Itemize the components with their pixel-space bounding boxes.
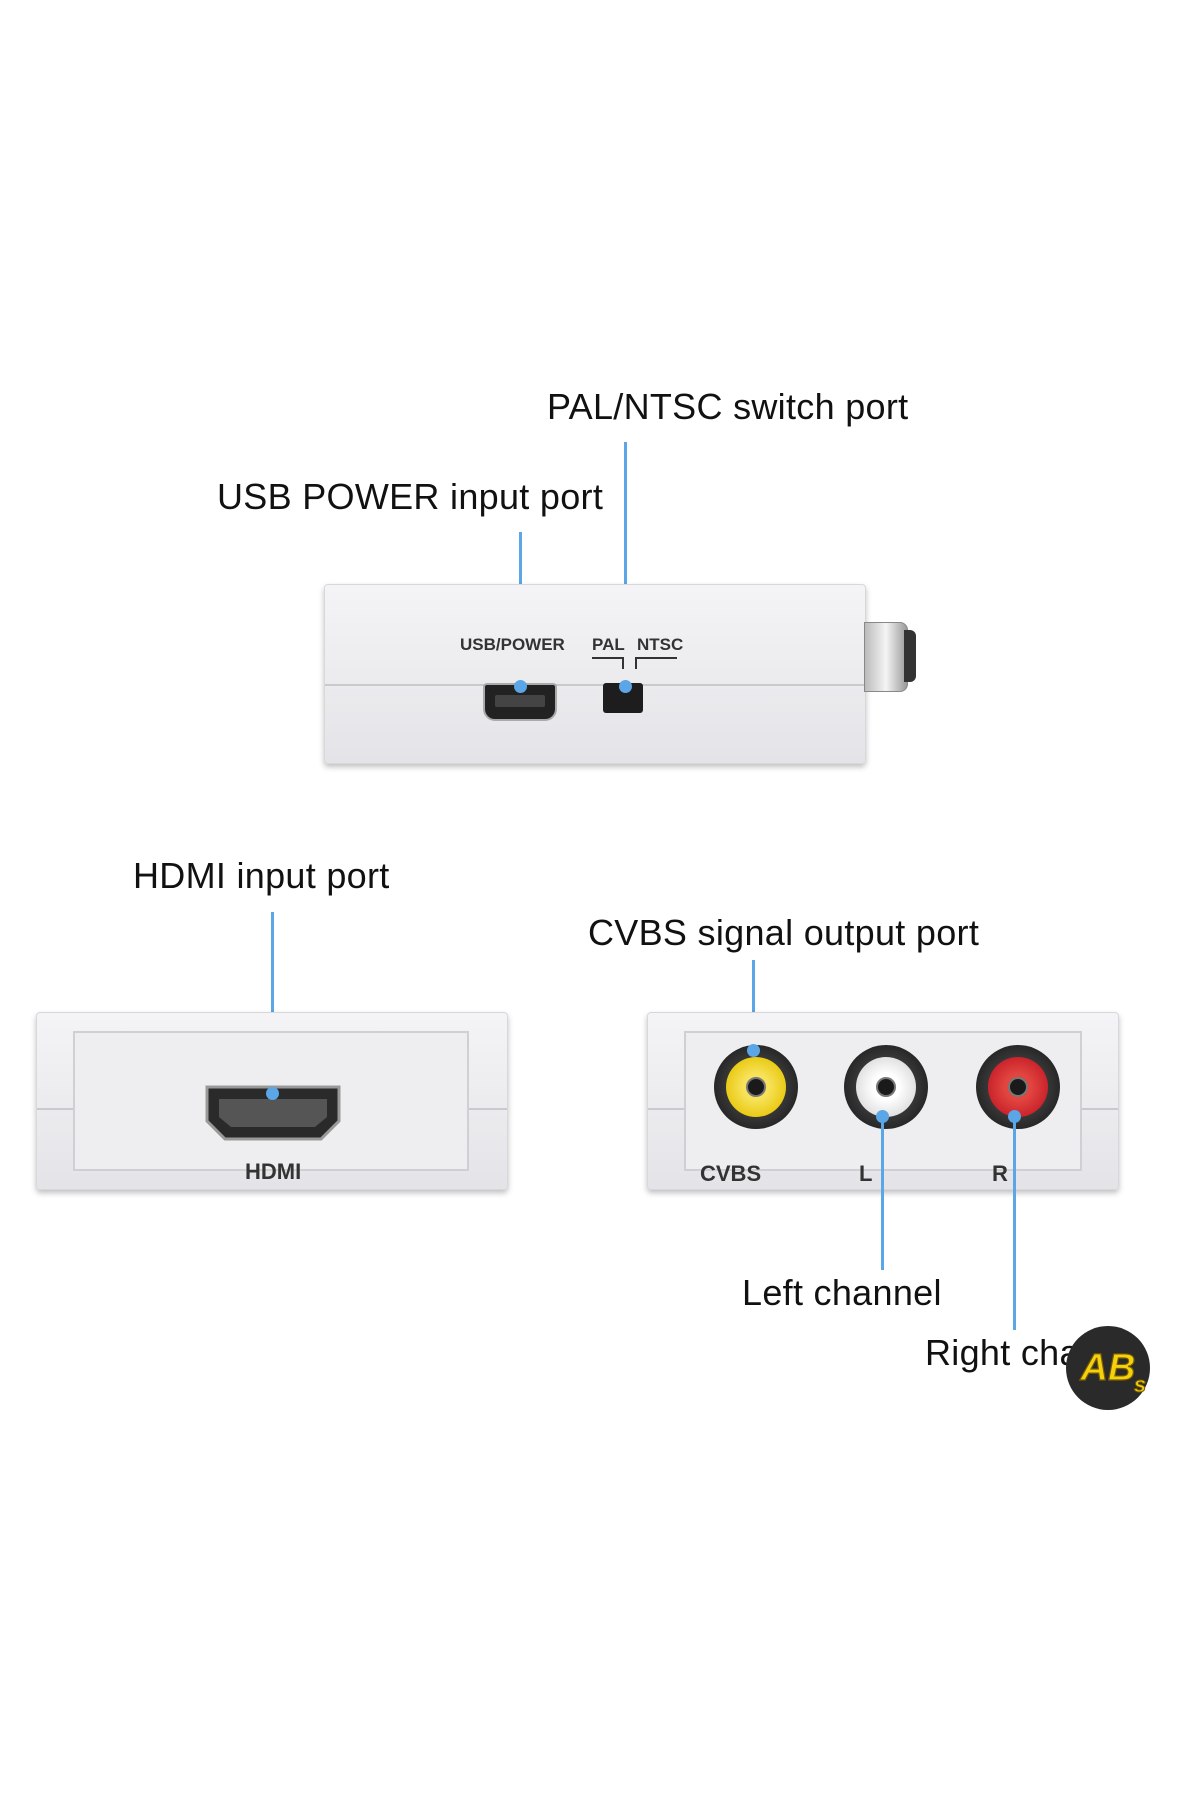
usb-power-port-label: USB/POWER (460, 635, 565, 654)
housing-seam (325, 684, 865, 686)
svg-text:AB: AB (1080, 1347, 1136, 1389)
left-channel-callout: Left channel (742, 1272, 942, 1313)
hdmi-leader-line (271, 912, 274, 1097)
pal-ntsc-leader-dot (619, 680, 632, 693)
pal-ntsc-bracket-right (635, 657, 677, 669)
pal-ntsc-switch-callout: PAL/NTSC switch port (547, 386, 909, 427)
usb-power-leader-dot (514, 680, 527, 693)
right-port-label: R (992, 1161, 1008, 1186)
cvbs-jack (714, 1045, 798, 1129)
cvbs-output-callout: CVBS signal output port (588, 912, 980, 953)
left-channel-leader-line (881, 1116, 884, 1270)
hdmi-input-callout: HDMI input port (133, 855, 390, 896)
side-rca-connector (864, 622, 908, 692)
usb-power-callout: USB POWER input port (217, 476, 604, 517)
cvbs-leader-line (752, 960, 755, 1052)
pal-ntsc-leader-line (624, 442, 627, 684)
pal-label: PAL (592, 635, 625, 654)
hdmi-leader-dot (266, 1087, 279, 1100)
abs-logo: AB s (1062, 1322, 1154, 1414)
mini-usb-port (483, 683, 557, 721)
cvbs-leader-dot (747, 1044, 760, 1057)
converter-av-end: CVBS L R (647, 1012, 1119, 1190)
cvbs-port-label: CVBS (700, 1161, 762, 1186)
right-channel-callout: Right cha (925, 1332, 1080, 1373)
svg-text:s: s (1134, 1372, 1146, 1397)
pal-ntsc-bracket-left (592, 657, 624, 669)
hdmi-port (205, 1085, 341, 1141)
right-channel-leader-line (1013, 1116, 1016, 1330)
hdmi-port-label: HDMI (245, 1159, 302, 1184)
converter-hdmi-end: HDMI (36, 1012, 508, 1190)
converter-side-view: USB/POWER PAL NTSC (324, 584, 866, 764)
side-rca-tip (904, 630, 916, 682)
ntsc-label: NTSC (637, 635, 684, 654)
left-port-label: L (859, 1161, 873, 1186)
